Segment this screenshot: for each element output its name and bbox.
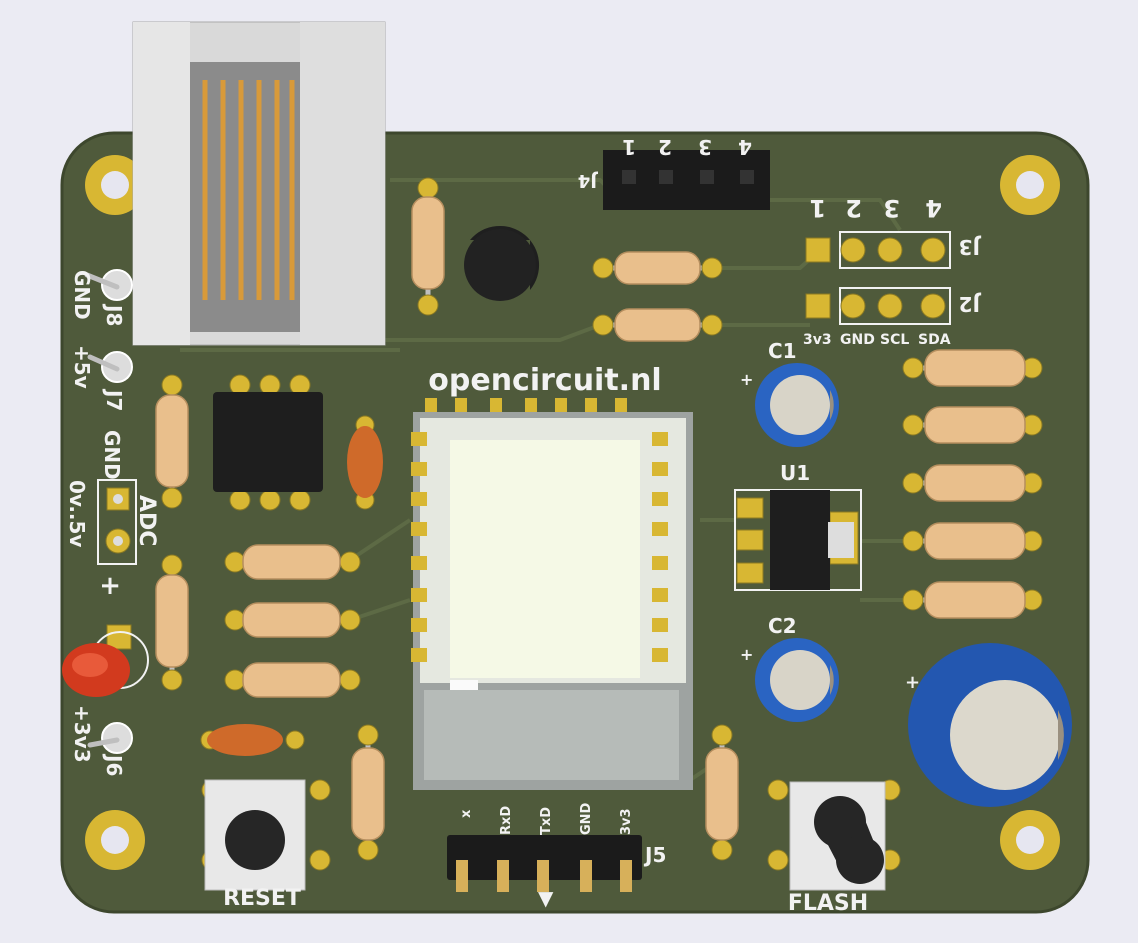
j8-label: GND [70,270,94,320]
j4-pin-label: 1 [622,135,636,159]
resistor [902,581,1043,619]
j7-pin[interactable] [87,351,133,383]
logo-text: opencircuit.nl [428,363,661,398]
j5-pin-label: x [459,809,474,818]
j2-header[interactable] [805,287,951,325]
resistor [902,406,1043,444]
resistor [902,464,1043,502]
ic-dip8 [213,374,323,511]
resistor [705,724,739,861]
mounting-hole [85,155,145,215]
adc-label: ADC [134,495,159,546]
j3-pin-label: 2 [845,194,862,222]
mounting-hole [1000,810,1060,870]
j5-ref: J5 [643,843,666,867]
adc-pad[interactable] [106,487,130,511]
reset-button[interactable] [201,779,331,891]
resistor [411,177,445,316]
c2-plus: + [740,645,753,664]
j3-pin-label: 4 [925,194,942,222]
j7-ref: J7 [102,388,126,411]
j8-ref: J8 [102,303,126,326]
c1-label: C1 [768,339,797,363]
j5-pin-label: 3v3 [619,808,634,835]
esp-module [411,398,693,790]
j5-header[interactable] [447,835,642,892]
j8-pin[interactable] [84,269,133,301]
resistor [902,522,1043,560]
adc-gnd-label: GND [100,430,124,480]
flash-label: FLASH [788,891,868,916]
j6-pin[interactable] [87,722,133,754]
j7-label: +5v [70,345,94,389]
flash-button[interactable] [767,779,901,891]
resistor [224,662,361,698]
mounting-hole [1000,155,1060,215]
j4-pin-label: 4 [738,135,752,159]
j2-ref: J2 [959,292,982,316]
resistor [155,554,189,691]
resistor [592,308,723,342]
j3-pin-label: 3 [883,194,900,222]
j3-pin-label: 1 [809,194,826,222]
j3-header[interactable] [805,231,951,269]
j4-pin-label: 2 [658,135,672,159]
ceramic-capacitor [347,415,383,510]
resistor [224,602,361,638]
j4-ref: J4 [578,170,599,191]
electrolytic-capacitor-large [908,643,1072,807]
electrolytic-capacitor-c1 [755,363,839,447]
j5-pin-label: RxD [499,806,514,835]
adc-plus-label: + [95,575,125,597]
resistor [155,374,189,509]
ceramic-capacitor [200,724,305,756]
adc-pad[interactable] [105,528,131,554]
j2-pin-label: SDA [918,332,951,348]
j4-pin-label: 3 [698,135,712,159]
j3-ref: J3 [959,235,982,259]
resistor [592,251,723,285]
resistor [224,544,361,580]
c2-label: C2 [768,614,797,638]
j4-header[interactable] [603,150,770,210]
electrolytic-capacitor-c2 [755,638,839,722]
j6-label: +3v3 [70,705,94,763]
c1-plus: + [740,370,753,389]
led-red [62,624,149,697]
mounting-hole [85,810,145,870]
adc-outline [97,479,137,565]
j5-pin-label: GND [579,802,594,835]
reset-label: RESET [223,886,301,911]
voltage-regulator-u1 [734,489,862,591]
adc-range-label: 0v..5v [65,480,89,547]
resistor [902,349,1043,387]
j6-ref: J6 [102,753,126,776]
u1-label: U1 [780,461,810,485]
transistor [464,225,540,301]
j2-pin-label: SCL [880,332,909,348]
rj-connector [132,21,386,346]
j2-pin-label: GND [840,332,875,348]
j2-pin-label: 3v3 [803,332,832,348]
j5-pin-label: TxD [539,807,554,835]
resistor [351,724,385,861]
big-cap-plus: + [905,672,920,693]
